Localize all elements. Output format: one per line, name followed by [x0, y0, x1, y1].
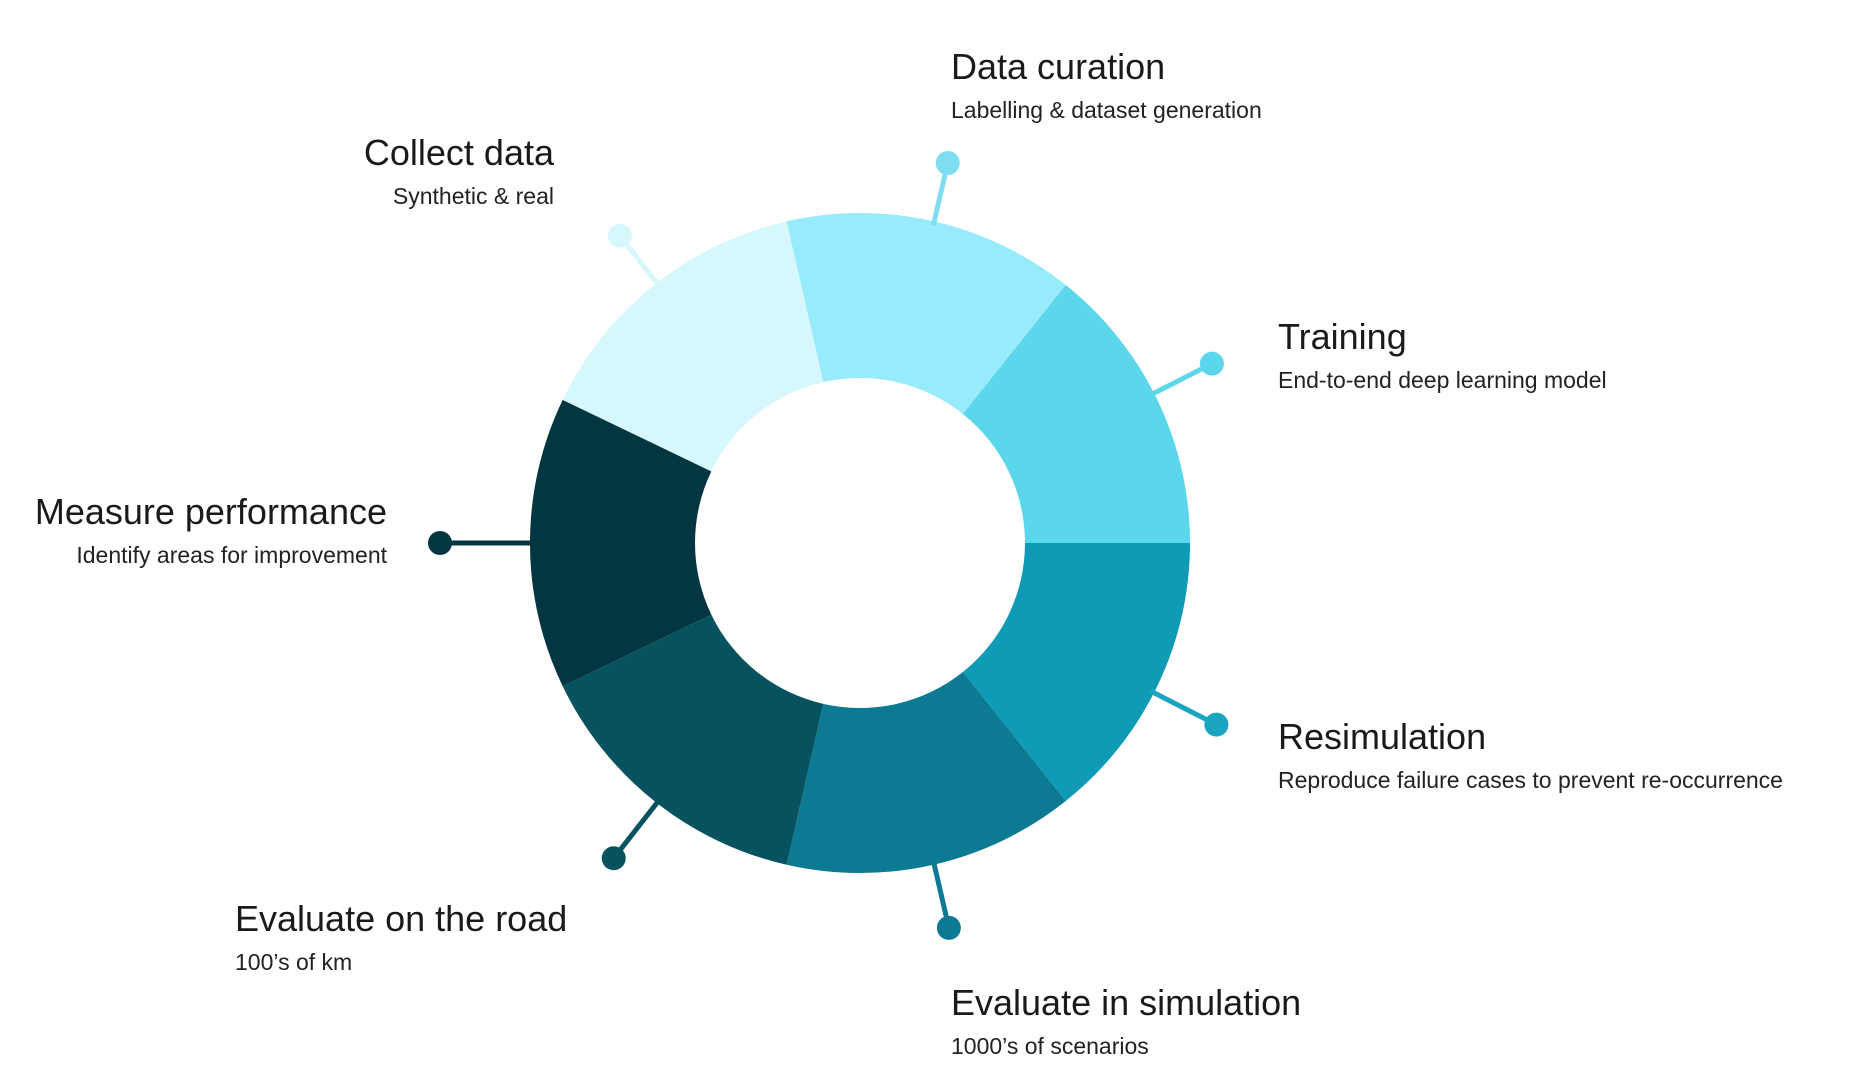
ring-segment-collect-data: [562, 221, 824, 472]
stage-label-evaluate-on-the-road: Evaluate on the road 100’s of km: [235, 898, 567, 976]
stage-label-evaluate-in-simulation: Evaluate in simulation 1000’s of scenari…: [951, 982, 1301, 1060]
stage-label-data-curation: Data curation Labelling & dataset genera…: [951, 46, 1262, 124]
ring-segment-data-curation: [786, 212, 1066, 414]
connector-dot-evaluate-in-simulation: [936, 915, 961, 940]
connector-dot-collect-data: [607, 223, 632, 248]
stage-subtitle-evaluate-in-simulation: 1000’s of scenarios: [951, 1033, 1149, 1060]
stage-title-evaluate-in-simulation: Evaluate in simulation: [951, 982, 1302, 1023]
connector-dot-data-curation: [935, 150, 960, 175]
stage-connectors: [428, 150, 1229, 940]
ring-segment-measure-performance: [530, 399, 712, 687]
connector-dot-evaluate-on-the-road: [601, 846, 626, 871]
stage-label-training: Training End-to-end deep learning model: [1278, 316, 1607, 394]
ring-segment-evaluate-in-simulation: [786, 671, 1066, 873]
stage-title-data-curation: Data curation: [951, 46, 1166, 87]
stage-title-measure-performance: Measure performance: [34, 491, 387, 532]
stage-subtitle-measure-performance: Identify areas for improvement: [76, 542, 387, 569]
stage-subtitle-training: End-to-end deep learning model: [1278, 367, 1607, 394]
connector-line-evaluate-on-the-road: [611, 798, 662, 860]
stage-subtitle-evaluate-on-the-road: 100’s of km: [235, 949, 353, 976]
connector-dot-training: [1199, 351, 1224, 376]
stage-label-resimulation: Resimulation Reproduce failure cases to …: [1278, 716, 1783, 794]
stage-subtitle-resimulation: Reproduce failure cases to prevent re-oc…: [1278, 767, 1783, 794]
stage-label-collect-data: Collect data Synthetic & real: [364, 132, 554, 210]
stage-subtitle-data-curation: Labelling & dataset generation: [951, 97, 1262, 124]
stage-label-measure-performance: Measure performance Identify areas for i…: [35, 491, 387, 569]
stage-title-resimulation: Resimulation: [1278, 716, 1487, 757]
ring-segments: [530, 212, 1190, 873]
connector-line-resimulation: [1149, 688, 1218, 727]
stage-title-evaluate-on-the-road: Evaluate on the road: [235, 898, 568, 939]
ring-segment-resimulation: [962, 542, 1190, 801]
stage-title-training: Training: [1278, 316, 1407, 357]
stage-title-collect-data: Collect data: [363, 132, 554, 173]
ring-segment-training: [962, 284, 1190, 543]
stage-subtitle-collect-data: Synthetic & real: [392, 183, 554, 210]
ring-segment-evaluate-on-the-road: [562, 614, 824, 865]
connector-dot-resimulation: [1204, 712, 1229, 737]
connector-dot-measure-performance: [428, 531, 452, 555]
